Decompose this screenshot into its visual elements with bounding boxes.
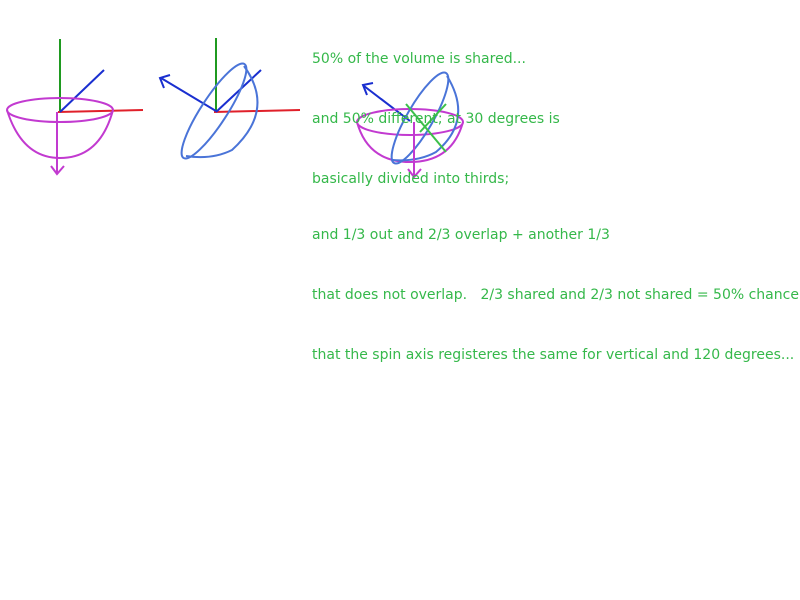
note-line: and 1/3 out and 2/3 overlap + another 1/… [312,227,610,243]
tilted-rim [390,71,450,165]
diagonal-axis [215,69,262,113]
horizontal-axis [57,109,144,113]
tilted-axis [160,77,217,112]
note-line: that the spin axis registeres the same f… [312,347,795,363]
tilted-bowl [391,75,460,162]
cup-bowl [356,121,464,164]
note-top: 50% of the volume is shared... and 50% d… [312,9,560,209]
down-arrow-head [407,168,422,179]
overlap-chord [405,103,447,153]
note-line: 50% of the volume is shared... [312,51,526,67]
note-bottom: and 1/3 out and 2/3 overlap + another 1/… [312,185,799,385]
sketch-overlap [356,71,464,179]
tilted-axis [363,85,411,122]
diagonal-axis [59,69,105,113]
note-line: and 50% different; at 30 degrees is [312,111,560,127]
tilted-bowl [185,65,259,159]
tilted-axis-arrow-head [361,82,374,96]
note-line: that does not overlap. 2/3 shared and 2/… [312,287,799,303]
sketch-vertical-cup [6,39,144,176]
tilted-axis-arrow-head [158,74,171,89]
down-arrow-head [50,165,65,176]
sketch-tilted-cup [158,38,301,160]
tilted-rim [180,62,248,160]
cup-bowl [6,109,114,160]
note-line: basically divided into thirds; [312,171,510,187]
overlap-chord [419,103,447,133]
